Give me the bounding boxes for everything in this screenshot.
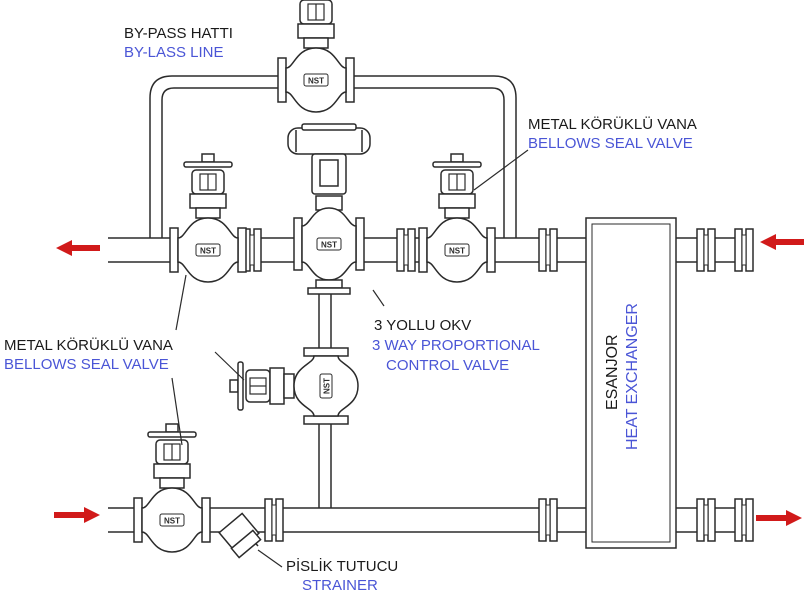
bellows-left-label-en: BELLOWS SEAL VALVE: [4, 356, 169, 373]
bypass-label-tr: BY-PASS HATTI: [124, 25, 233, 42]
exchanger-label-tr: ESANJOR: [604, 334, 621, 410]
okv-label-en-line2: CONTROL VALVE: [386, 357, 510, 374]
bellows-left-label-tr: METAL KÖRÜKLÜ VANA: [4, 337, 173, 354]
leader-lines: [171, 149, 529, 568]
exchanger-label-en: HEAT EXCHANGER: [624, 303, 641, 450]
flow-arrow-icon: [54, 234, 804, 526]
okv-label-tr: 3 YOLLU OKV: [374, 317, 472, 334]
valve-icon-upper-right: [418, 153, 496, 283]
strainer-icon: [218, 512, 262, 559]
three-way-valve-badge: NST: [321, 241, 337, 250]
strainer-label-tr: PİSLİK TUTUCU: [286, 558, 399, 575]
valve-icon-branch: [229, 347, 359, 425]
strainer-label-en: STRAINER: [302, 577, 378, 594]
heat-exchanger: [585, 217, 677, 549]
valve-icon-bypass: [277, 0, 355, 113]
valve-icon-lower: [133, 423, 211, 553]
bypass-label-en: BY-LASS LINE: [124, 44, 224, 61]
bellows-top-label-en: BELLOWS SEAL VALVE: [528, 135, 693, 152]
valve-icon-upper-left: [169, 153, 247, 283]
bellows-top-label-tr: METAL KÖRÜKLÜ VANA: [528, 116, 697, 133]
okv-label-en-line1: 3 WAY PROPORTIONAL: [372, 337, 540, 354]
three-way-valve-icon: [287, 123, 371, 295]
